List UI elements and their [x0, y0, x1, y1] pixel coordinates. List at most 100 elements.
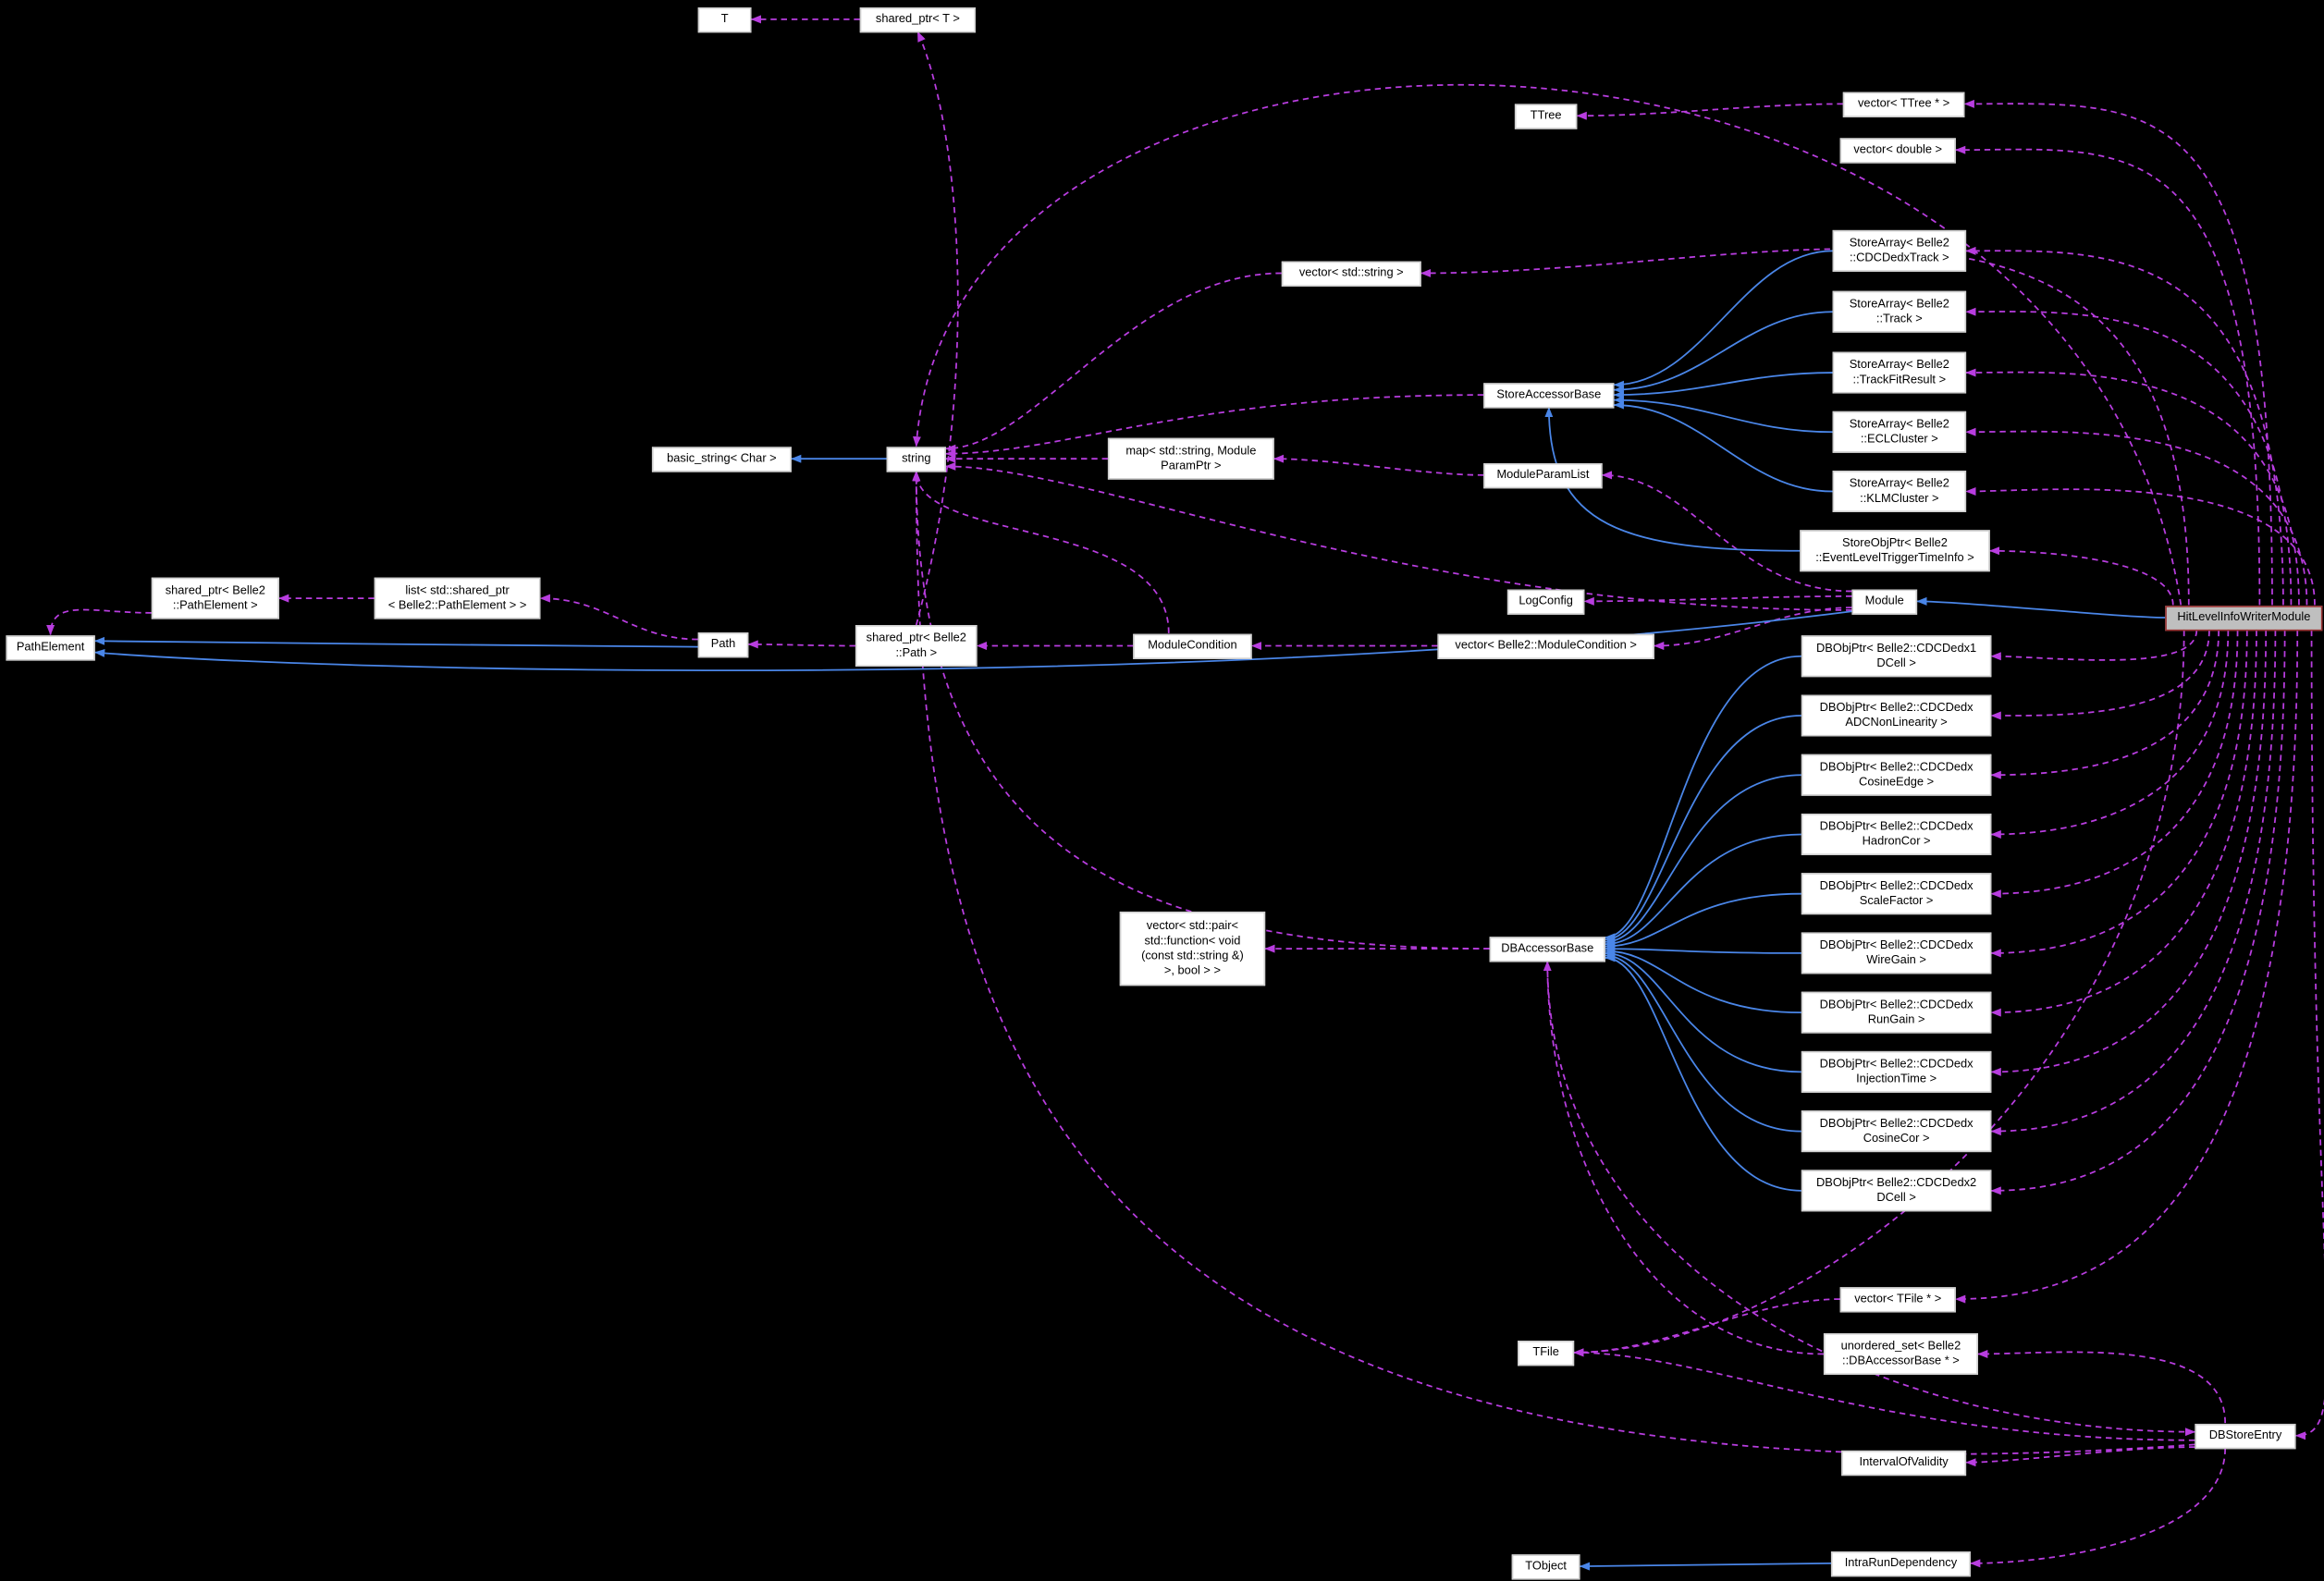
- node-tobject[interactable]: TObject: [1511, 1553, 1580, 1579]
- edge-hliw-sa_tfr: [1965, 368, 2300, 606]
- node-dbstore[interactable]: DBStoreEntry: [2195, 1423, 2296, 1449]
- node-db_scale[interactable]: DBObjPtr< Belle2::CDCDedx ScaleFactor >: [1801, 873, 1992, 915]
- node-sa_track[interactable]: StoreArray< Belle2 ::Track >: [1832, 290, 1967, 333]
- edge-hliw-dbstore: [2294, 630, 2324, 1440]
- edge-path-list_pe: [539, 594, 698, 641]
- node-db_2dcell[interactable]: DBObjPtr< Belle2::CDCDedx2 DCell >: [1801, 1170, 1992, 1212]
- edge-group: [46, 15, 2324, 1571]
- node-sa_ecl[interactable]: StoreArray< Belle2 ::ECLCluster >: [1832, 411, 1967, 453]
- node-hliw[interactable]: HitLevelInfoWriterModule: [2165, 605, 2323, 631]
- node-v_pair[interactable]: vector< std::pair< std::function< void (…: [1119, 911, 1266, 987]
- edge-sa_klm-storeacc: [1613, 400, 1833, 493]
- node-v_modcond[interactable]: vector< Belle2::ModuleCondition >: [1437, 632, 1654, 659]
- edge-dbstore-string: [912, 471, 2195, 1455]
- node-uset[interactable]: unordered_set< Belle2 ::DBAccessorBase *…: [1823, 1333, 1978, 1375]
- edge-hliw-sa_klm: [1965, 487, 2316, 606]
- node-iov[interactable]: IntervalOfValidity: [1841, 1450, 1967, 1476]
- edge-hliw-string: [913, 83, 2183, 606]
- edge-db_1dcell-dbacc: [1605, 655, 1801, 942]
- edge-db_adc-dbacc: [1605, 715, 1801, 944]
- node-db_1dcell[interactable]: DBObjPtr< Belle2::CDCDedx1 DCell >: [1801, 635, 1992, 678]
- edge-sptr_path-sptr_t: [915, 31, 959, 626]
- node-v_ttree[interactable]: vector< TTree * >: [1842, 91, 1965, 117]
- node-intrarun[interactable]: IntraRunDependency: [1830, 1550, 1971, 1576]
- node-list_pe[interactable]: list< std::shared_ptr < Belle2::PathElem…: [374, 577, 541, 619]
- edge-hliw-v_double: [1955, 145, 2261, 606]
- edge-sa_ecl-storeacc: [1613, 396, 1833, 434]
- edge-db_inj-dbacc: [1605, 949, 1801, 1073]
- node-map_mp[interactable]: map< std::string, Module ParamPtr >: [1107, 437, 1274, 480]
- edge-dbstore-iov: [1965, 1446, 2195, 1467]
- edge-modcond-string: [912, 471, 1170, 633]
- node-sptr_pe[interactable]: shared_ptr< Belle2 ::PathElement >: [151, 577, 279, 619]
- node-tfile[interactable]: TFile: [1518, 1340, 1575, 1366]
- edge-hliw-db_inj: [1990, 630, 2268, 1076]
- edge-db_run-dbacc: [1605, 947, 1801, 1014]
- node-dbacc[interactable]: DBAccessorBase: [1489, 936, 1605, 962]
- edge-module-logconfig: [1583, 595, 1852, 606]
- edge-storeobj-storeacc: [1544, 406, 1801, 552]
- edge-db_cosedge-dbacc: [1605, 774, 1801, 947]
- edge-hliw-module: [1916, 596, 2166, 619]
- edge-hliw-sa_track: [1965, 307, 2293, 606]
- node-db_run[interactable]: DBObjPtr< Belle2::CDCDedx RunGain >: [1801, 991, 1992, 1034]
- node-t[interactable]: T: [697, 6, 752, 32]
- edge-hliw-db_adc: [1990, 630, 2210, 720]
- edge-hliw-db_coscor: [1990, 630, 2277, 1136]
- edge-mplist-map_mp: [1273, 454, 1484, 476]
- edge-hliw-db_scale: [1990, 630, 2239, 899]
- edge-hliw-db_wire: [1990, 630, 2248, 958]
- node-mplist[interactable]: ModuleParamList: [1483, 462, 1603, 488]
- edge-hliw-sa_ecl: [1965, 427, 2308, 606]
- node-basicstring[interactable]: basic_string< Char >: [651, 446, 792, 472]
- edge-path-pathelement: [93, 636, 698, 648]
- node-db_cosedge[interactable]: DBObjPtr< Belle2::CDCDedx CosineEdge >: [1801, 754, 1992, 796]
- edge-uset-dbacc: [1543, 960, 1824, 1355]
- edge-dbacc-string: [912, 471, 1490, 950]
- node-v_double[interactable]: vector< double >: [1839, 137, 1956, 163]
- node-sptr_t[interactable]: shared_ptr< T >: [859, 6, 977, 32]
- node-module[interactable]: Module: [1851, 588, 1918, 614]
- edge-sa_tfr-storeacc: [1613, 372, 1833, 399]
- node-modcond[interactable]: ModuleCondition: [1133, 632, 1252, 659]
- edge-intrarun-tobject: [1579, 1562, 1831, 1571]
- node-v_string[interactable]: vector< std::string >: [1281, 260, 1421, 287]
- edge-hliw-db_hadron: [1990, 630, 2230, 839]
- node-db_inj[interactable]: DBObjPtr< Belle2::CDCDedx InjectionTime …: [1801, 1050, 1992, 1093]
- edge-db_wire-dbacc: [1605, 944, 1801, 954]
- node-db_adc[interactable]: DBObjPtr< Belle2::CDCDedx ADCNonLinearit…: [1801, 694, 1992, 737]
- edge-v_string-string: [945, 272, 1282, 453]
- edge-hliw-v_tfile: [1955, 630, 2299, 1304]
- node-sa_klm[interactable]: StoreArray< Belle2 ::KLMCluster >: [1832, 471, 1967, 513]
- node-string[interactable]: string: [886, 446, 946, 472]
- node-logconfig[interactable]: LogConfig: [1506, 588, 1585, 614]
- node-sptr_path[interactable]: shared_ptr< Belle2 ::Path >: [855, 625, 978, 668]
- node-db_coscor[interactable]: DBObjPtr< Belle2::CDCDedx CosineCor >: [1801, 1110, 1992, 1153]
- edge-sa_track-storeacc: [1613, 311, 1833, 395]
- node-sa_tfr[interactable]: StoreArray< Belle2 ::TrackFitResult >: [1832, 351, 1967, 394]
- node-v_tfile[interactable]: vector< TFile * >: [1839, 1286, 1956, 1312]
- edge-db_coscor-dbacc: [1605, 951, 1801, 1133]
- edge-hliw-db_run: [1990, 630, 2257, 1017]
- edge-v_ttree-ttree: [1576, 103, 1843, 120]
- node-storeobj[interactable]: StoreObjPtr< Belle2 ::EventLevelTriggerT…: [1800, 530, 1990, 572]
- edge-hliw-db_1dcell: [1990, 630, 2198, 661]
- edge-sptr_path-path: [747, 640, 855, 649]
- node-path[interactable]: Path: [697, 631, 749, 657]
- node-pathelement[interactable]: PathElement: [6, 634, 95, 660]
- edge-dbstore-uset: [1977, 1349, 2227, 1424]
- edge-sa_dedxtrack-storeacc: [1613, 250, 1833, 389]
- node-ttree[interactable]: TTree: [1514, 103, 1578, 129]
- edge-sptr_pe-pathelement: [46, 608, 152, 636]
- node-db_hadron[interactable]: DBObjPtr< Belle2::CDCDedx HadronCor >: [1801, 813, 1992, 855]
- edge-dbstore-intrarun: [1970, 1448, 2227, 1568]
- edge-storeacc-string: [945, 394, 1484, 459]
- node-sa_dedxtrack[interactable]: StoreArray< Belle2 ::CDCDedxTrack >: [1832, 229, 1967, 272]
- edge-db_hadron-dbacc: [1605, 833, 1801, 949]
- node-storeacc[interactable]: StoreAccessorBase: [1483, 382, 1615, 408]
- edge-module-string: [945, 461, 1852, 611]
- node-db_wire[interactable]: DBObjPtr< Belle2::CDCDedx WireGain >: [1801, 932, 1992, 974]
